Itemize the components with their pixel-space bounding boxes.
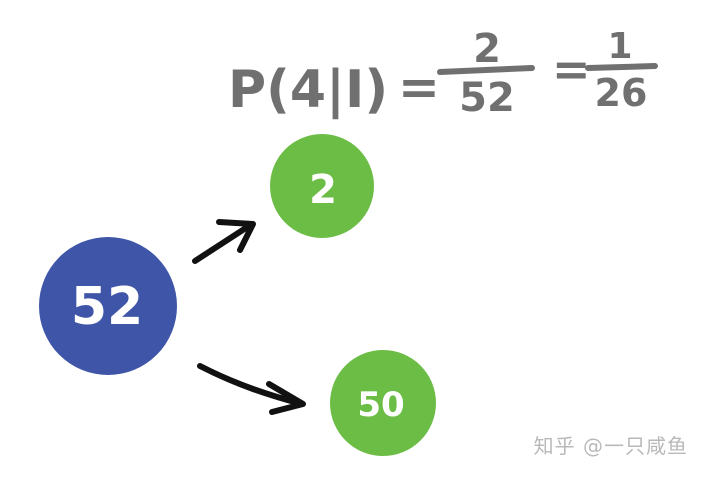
fraction2-numerator: 1 <box>607 26 632 67</box>
fraction1-bar <box>437 65 535 75</box>
top-child-node-circle <box>270 134 374 238</box>
top-child-node-label: 2 <box>309 167 337 213</box>
fraction2-denominator: 26 <box>595 71 648 115</box>
bottom-child-node: 50 <box>330 350 436 456</box>
top-child-node: 2 <box>270 134 374 238</box>
formula-lhs: P(4|I) <box>228 60 388 120</box>
watermark: 知乎 @一只咸鱼 <box>533 434 688 458</box>
fraction2-bar <box>585 63 658 71</box>
bottom-child-node-circle <box>330 350 436 456</box>
fraction1-denominator: 52 <box>459 75 515 121</box>
root-node-label: 52 <box>71 277 143 337</box>
fraction1-numerator: 2 <box>473 26 501 72</box>
root-node-circle <box>39 237 177 375</box>
formula-equals-2: = <box>552 42 591 96</box>
branch-arrow-top <box>192 219 256 264</box>
formula: P(4|I) = 2 52 = 1 26 <box>228 26 658 121</box>
branch-arrow-bottom <box>197 363 306 415</box>
root-node: 52 <box>39 237 177 375</box>
bottom-child-node-label: 50 <box>357 385 404 425</box>
formula-equals-1: = <box>398 58 440 116</box>
